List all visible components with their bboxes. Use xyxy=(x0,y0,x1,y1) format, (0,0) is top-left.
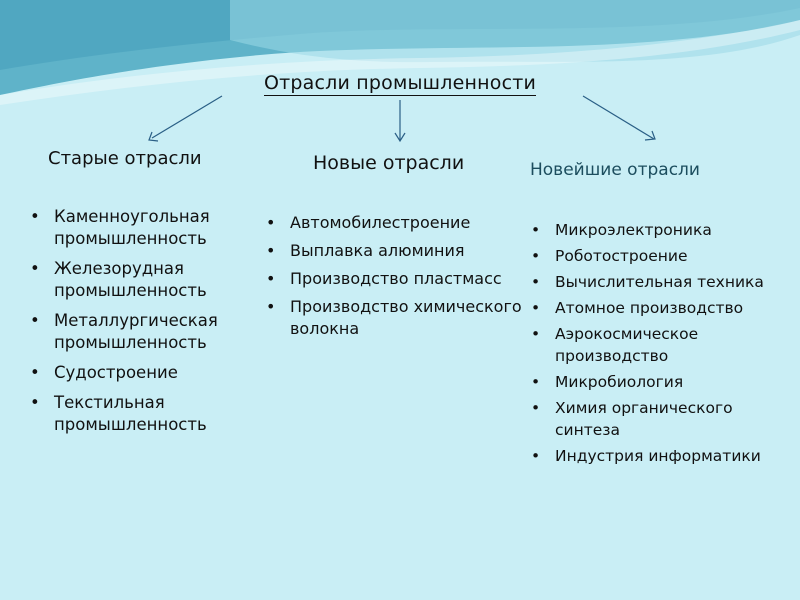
newest-industries-heading: Новейшие отрасли xyxy=(530,160,700,180)
list-item: Судостроение xyxy=(28,362,258,384)
list-item: Аэрокосмическое производство xyxy=(529,323,791,367)
title-text: Отрасли промышленности xyxy=(263,72,537,96)
arrow-to-old xyxy=(151,95,223,139)
list-item: Вычислительная техника xyxy=(529,271,791,293)
list-item: Индустрия информатики xyxy=(529,445,791,467)
decorative-wave-header xyxy=(0,0,800,105)
list-item: Атомное производство xyxy=(529,297,791,319)
list-item: Микроэлектроника xyxy=(529,219,791,241)
arrow-to-newest xyxy=(582,95,655,140)
list-item: Каменноугольная промышленность xyxy=(28,206,258,250)
old-industries-list: Каменноугольная промышленность Железоруд… xyxy=(28,206,258,444)
list-item: Железорудная промышленность xyxy=(28,258,258,302)
old-industries-heading: Старые отрасли xyxy=(48,148,202,169)
list-item: Металлургическая промышленность xyxy=(28,310,258,354)
new-industries-heading: Новые отрасли xyxy=(313,152,465,174)
list-item: Роботостроение xyxy=(529,245,791,267)
list-item: Выплавка алюминия xyxy=(264,240,534,262)
list-item: Химия органического синтеза xyxy=(529,397,791,441)
arrow-head-newest xyxy=(644,130,656,141)
newest-industries-list: Микроэлектроника Роботостроение Вычислит… xyxy=(529,219,791,471)
list-item: Производство химического волокна xyxy=(264,296,534,340)
diagram-title: Отрасли промышленности xyxy=(0,72,800,96)
list-item: Автомобилестроение xyxy=(264,212,534,234)
arrow-head-old xyxy=(148,131,159,142)
list-item: Текстильная промышленность xyxy=(28,392,258,436)
arrow-head-new xyxy=(394,132,406,143)
list-item: Микробиология xyxy=(529,371,791,393)
new-industries-list: Автомобилестроение Выплавка алюминия Про… xyxy=(264,212,534,346)
list-item: Производство пластмасс xyxy=(264,268,534,290)
